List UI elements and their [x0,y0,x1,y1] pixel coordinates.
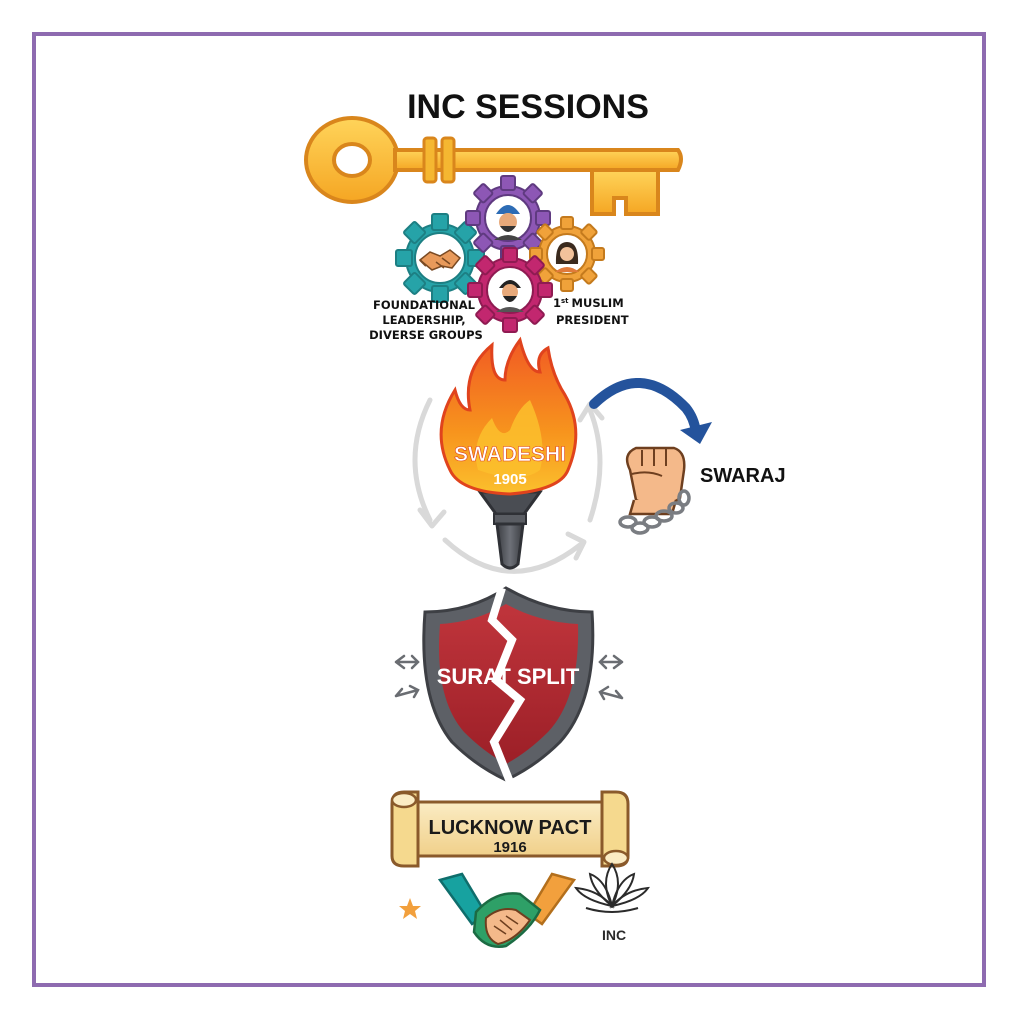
gears-right-line-2: PRESIDENT [556,313,629,327]
gears-right-word: MUSLIM [572,296,624,310]
gears-left-line-1: FOUNDATIONAL [373,298,476,312]
gear-purple-icon [465,175,551,261]
swaraj-label: SWARAJ [700,465,786,487]
key-icon [304,116,683,216]
shield-icon [422,586,595,784]
lotus-icon [574,862,650,913]
scroll-icon [390,790,630,868]
scroll-line-1: LUCKNOW PACT [429,817,592,839]
gears-left-line-3: DIVERSE GROUPS [369,328,483,342]
shield-label: SURAT SPLIT [437,664,580,689]
inc-label: INC [602,927,626,943]
shield-pressure-arrows-icon [394,654,624,701]
crescent-star-icon [368,880,421,936]
gears-left-label: FOUNDATIONAL LEADERSHIP, DIVERSE GROUPS [369,298,483,342]
handshake-icon [437,872,577,948]
gears-right-number: 1 [553,296,561,310]
gear-orange-icon [529,216,605,292]
scroll-line-2: 1916 [493,839,526,856]
gears-right-sup: st [561,297,569,305]
gears-left-line-2: LEADERSHIP, [382,313,465,327]
torch-year: 1905 [493,471,526,488]
gear-magenta-icon [467,247,553,333]
torch-word: SWADESHI [454,443,566,466]
torch-icon [439,336,578,570]
curved-arrow-icon [589,378,712,444]
diagram-title: INC SESSIONS [407,88,649,126]
fist-chain-icon [618,446,691,535]
gear-teal-icon [395,213,485,303]
